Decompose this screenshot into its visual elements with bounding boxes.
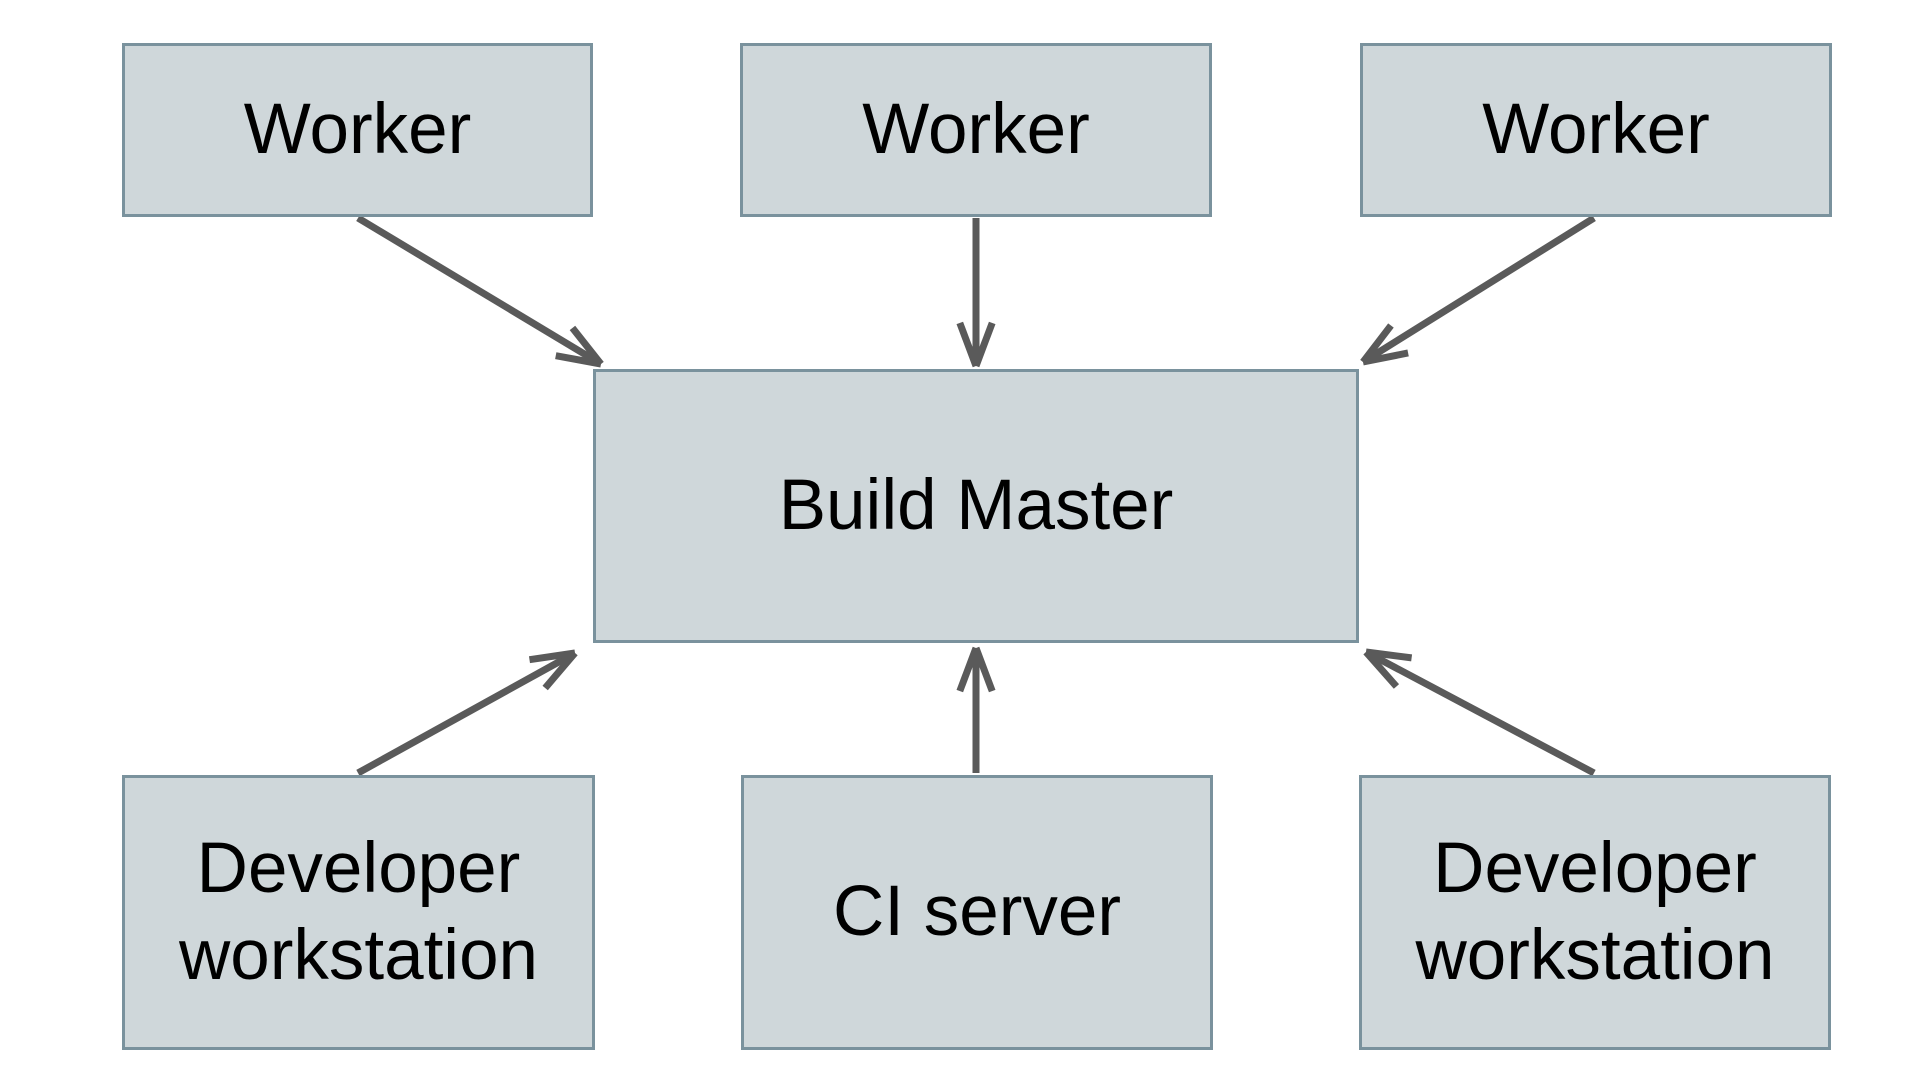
- arrow-worker-3-to-build-master: [1360, 215, 1596, 366]
- node-worker-2: Worker: [740, 43, 1212, 217]
- node-worker-1: Worker: [122, 43, 593, 217]
- arrow-worker-1-to-build-master: [356, 214, 604, 368]
- node-label-ci-server: CI server: [833, 872, 1121, 952]
- arrow-developer-workstation-left-to-build-master: [356, 649, 578, 777]
- arrow-ci-server-to-build-master: [956, 646, 996, 773]
- node-developer-workstation-left: Developer workstation: [122, 775, 595, 1050]
- node-label-build-master: Build Master: [778, 465, 1174, 545]
- node-label-developer-workstation-left: Developer workstation: [178, 828, 539, 995]
- node-developer-workstation-right: Developer workstation: [1359, 775, 1831, 1050]
- arrow-developer-workstation-right-to-build-master: [1363, 648, 1596, 777]
- node-label-developer-workstation-right: Developer workstation: [1415, 828, 1775, 995]
- arrow-worker-2-to-build-master: [956, 218, 996, 368]
- node-label-worker-3: Worker: [1482, 89, 1710, 169]
- node-ci-server: CI server: [741, 775, 1213, 1050]
- node-label-worker-2: Worker: [862, 89, 1090, 169]
- node-label-worker-1: Worker: [243, 89, 472, 169]
- node-build-master: Build Master: [593, 369, 1359, 643]
- node-worker-3: Worker: [1360, 43, 1832, 217]
